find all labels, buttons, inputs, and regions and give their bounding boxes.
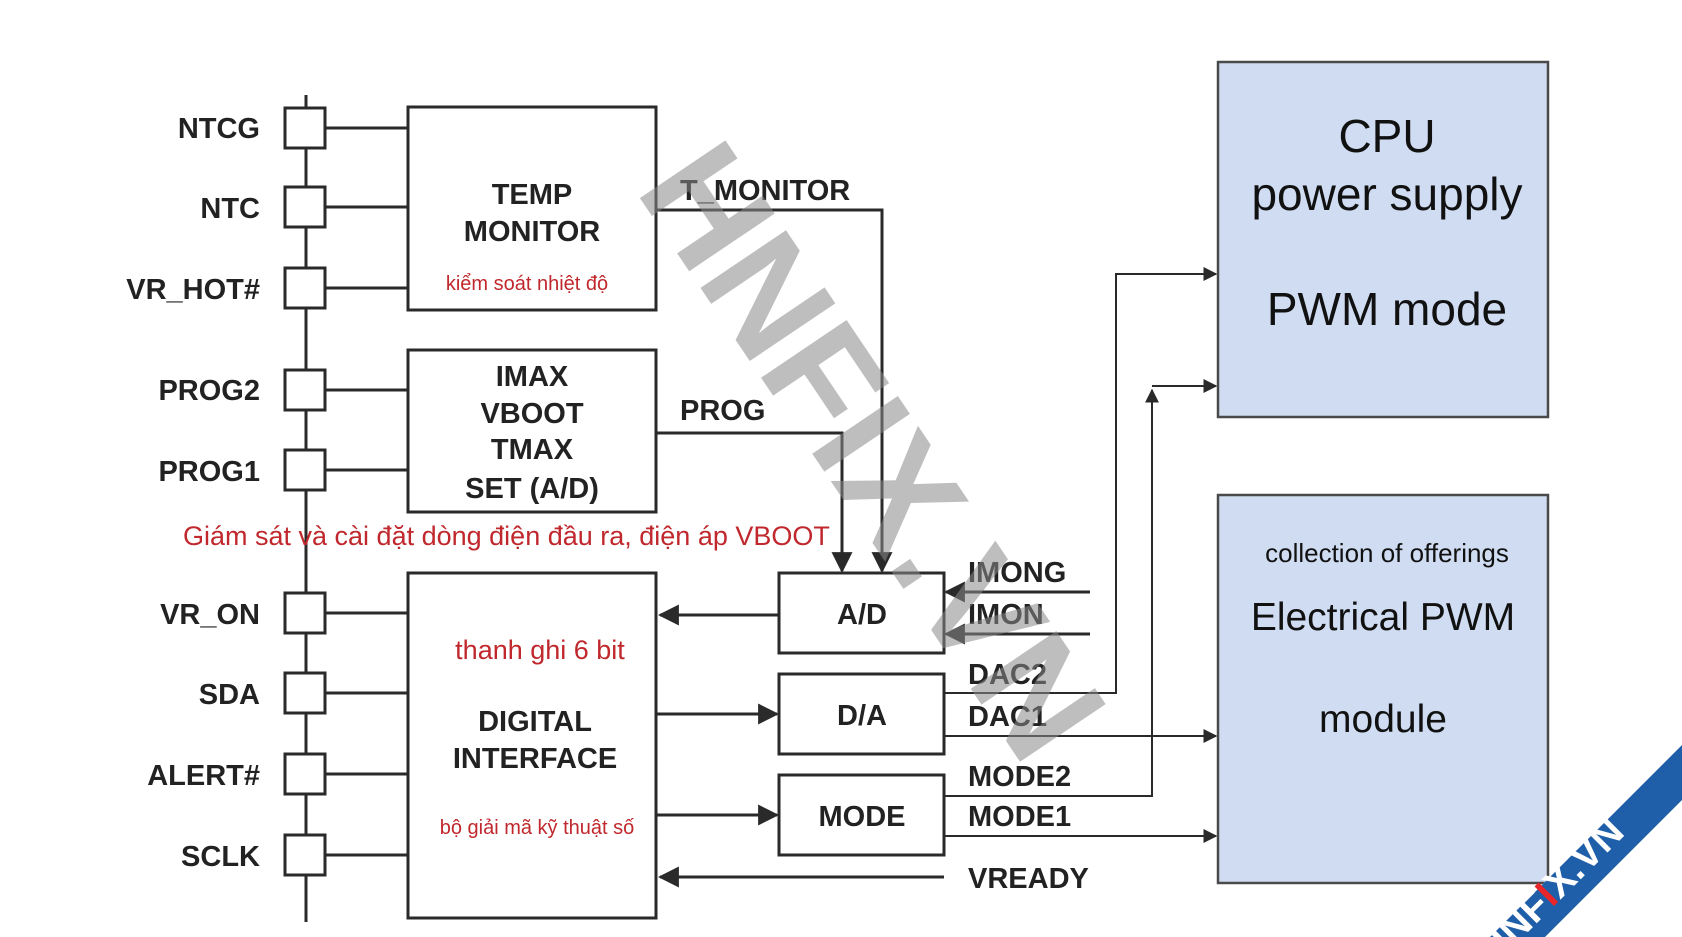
imax-block	[406, 348, 658, 514]
pin-box-prog2	[283, 368, 327, 412]
cpu-power-supply-box	[1216, 60, 1550, 419]
pin-label-prog1: PROG1	[158, 456, 260, 488]
pin-label-sda: SDA	[199, 679, 260, 711]
mode-block-label: MODE	[819, 801, 906, 833]
digital-interface-note-top: thanh ghi 6 bit	[455, 635, 625, 665]
da-block-label: D/A	[837, 700, 887, 732]
ad-block	[777, 571, 946, 655]
imax-line3: TMAX	[491, 434, 574, 466]
pwm-box-line1: collection of offerings	[1265, 538, 1509, 568]
pin-label-alert: ALERT#	[147, 760, 260, 792]
temp-monitor-note: kiểm soát nhiệt độ	[446, 273, 608, 295]
imax-line2: VBOOT	[480, 398, 583, 430]
ad-block-label: A/D	[837, 599, 887, 631]
temp-monitor-line2: MONITOR	[464, 216, 600, 248]
pin-box-alert	[283, 752, 327, 796]
cpu-box-line3: PWM mode	[1267, 283, 1507, 335]
pin-box-prog1	[283, 448, 327, 492]
feedback-wires	[656, 208, 944, 888]
pin-box-sda	[283, 671, 327, 715]
pin-wires	[326, 126, 408, 857]
digital-interface-line1: DIGITAL	[478, 706, 592, 738]
signal-dac2: DAC2	[968, 659, 1047, 691]
pin-box-sclk	[283, 833, 327, 877]
signal-t-monitor: T_MONITOR	[680, 175, 850, 207]
pin-label-prog2: PROG2	[158, 375, 260, 407]
pin-label-vr-on: VR_ON	[160, 599, 260, 631]
digital-interface-line2: INTERFACE	[453, 743, 617, 775]
signal-vready: VREADY	[968, 863, 1089, 895]
pin-box-vr-on	[283, 591, 327, 635]
pin-box-ntcg	[283, 106, 327, 150]
output-wires	[944, 267, 1218, 843]
pin-label-vr-hot: VR_HOT#	[126, 274, 260, 306]
pin-label-ntcg: NTCG	[178, 113, 260, 145]
pwm-box-line2: Electrical PWM	[1251, 596, 1515, 639]
imax-line1: IMAX	[496, 361, 569, 393]
imon-wires	[943, 581, 1090, 645]
signal-imong: IMONG	[968, 557, 1066, 589]
pin-box-vr-hot	[283, 266, 327, 310]
pin-label-sclk: SCLK	[181, 841, 260, 873]
signal-mode2: MODE2	[968, 761, 1071, 793]
cpu-box-line1: CPU	[1338, 110, 1435, 162]
pin-box-ntc	[283, 185, 327, 229]
digital-interface-block	[406, 571, 658, 920]
signal-prog: PROG	[680, 395, 765, 427]
pin-label-ntc: NTC	[200, 193, 260, 225]
digital-interface-note-bottom: bộ giải mã kỹ thuật số	[440, 817, 635, 839]
signal-imon: IMON	[968, 599, 1044, 631]
signal-mode1: MODE1	[968, 801, 1071, 833]
monitor-setting-note: Giám sát và cài đặt dòng điện đầu ra, đi…	[183, 521, 830, 551]
signal-dac1: DAC1	[968, 701, 1047, 733]
imax-line4: SET (A/D)	[465, 473, 599, 505]
pwm-module-box	[1216, 493, 1550, 885]
temp-monitor-line1: TEMP	[492, 179, 573, 211]
pwm-box-line3: module	[1319, 698, 1447, 741]
cpu-box-line2: power supply	[1251, 168, 1522, 220]
